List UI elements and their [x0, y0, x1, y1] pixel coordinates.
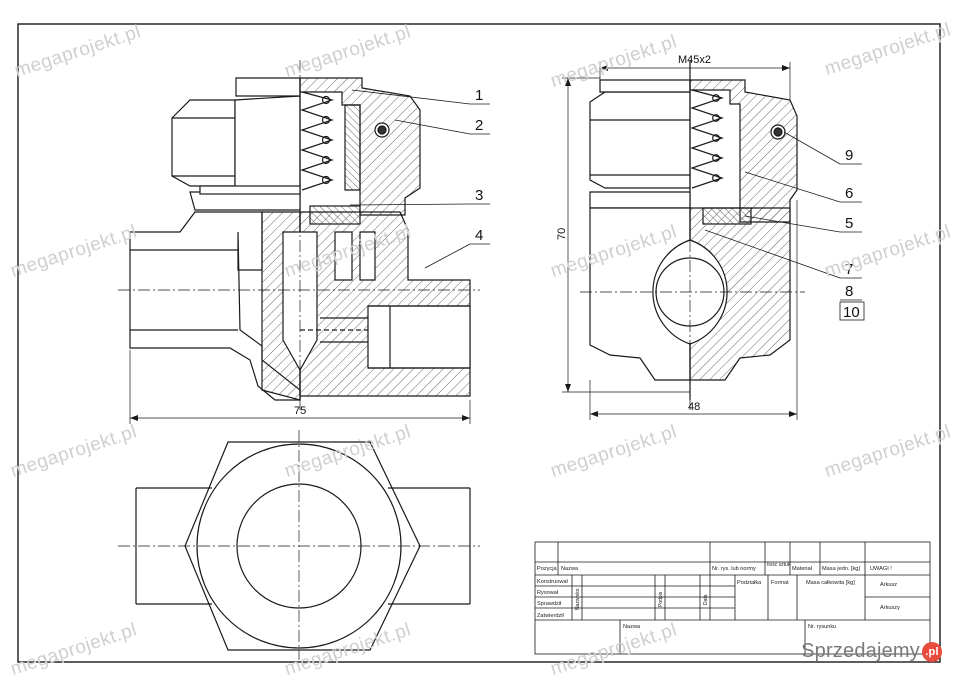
front-section-view	[118, 60, 480, 424]
callout-6: 6	[845, 185, 853, 202]
side-view	[562, 60, 805, 420]
tb-nazwa-bottom: Nazwa	[623, 624, 641, 630]
tb-podpis: Podpis	[658, 591, 664, 607]
hex-nut-left	[171, 99, 236, 187]
tb-masa-calkowita: Masa całkowita [kg]	[806, 580, 855, 586]
tb-data: Data	[703, 594, 709, 605]
callout-leaders-right	[704, 131, 865, 321]
callout-1: 1	[475, 87, 483, 104]
dimension-75: 75	[294, 405, 306, 417]
tb-masa-jedn: Masa jedn. [kg]	[822, 566, 860, 572]
tb-pozycja: Pozycja	[537, 566, 557, 572]
brand-name: Sprzedajemy	[801, 640, 920, 662]
tb-podzialka: Podziałka	[737, 580, 762, 586]
callout-2: 2	[475, 117, 483, 134]
tb-nazwisko: Nazwisko	[575, 588, 581, 610]
tb-konstruowal: Konstruował	[537, 579, 569, 585]
callout-10: 10	[843, 304, 860, 321]
spring	[300, 91, 335, 191]
tb-format: Format	[771, 580, 789, 586]
callout-3: 3	[475, 187, 483, 204]
dimension-70: 70	[556, 228, 568, 240]
callout-9: 9	[845, 147, 853, 164]
title-block	[534, 541, 931, 655]
dimension-48: 48	[688, 401, 700, 413]
brand-logo: Sprzedajemy.pl	[801, 640, 942, 663]
top-view	[118, 430, 480, 660]
tb-zatwierdzil: Zatwierdził	[537, 613, 564, 619]
tb-material: Materiał	[792, 566, 813, 572]
callout-8: 8	[845, 283, 853, 300]
brand-badge: .pl	[922, 641, 942, 662]
callout-7: 7	[845, 261, 853, 278]
tb-rysowal: Rysował	[537, 590, 559, 596]
tb-uwagi: UWAGI !	[870, 566, 892, 572]
tb-arkusz: Arkusz	[880, 582, 897, 588]
tb-nr-rys: Nr. rys. lub normy	[712, 566, 756, 572]
callout-4: 4	[475, 227, 483, 244]
callout-5: 5	[845, 215, 853, 232]
tb-sprawdzil: Sprawdził	[537, 601, 562, 607]
tb-nazwa: Nazwa	[561, 566, 579, 572]
sheet-frame	[17, 23, 941, 663]
callout-leaders-left	[349, 89, 490, 269]
tb-ilosc: Ilość sztuk	[767, 562, 791, 568]
tb-nr-rysunku: Nr. rysunku	[808, 624, 836, 630]
tb-arkuszy: Arkuszy	[880, 605, 900, 611]
dimension-thread: M45x2	[678, 54, 711, 66]
